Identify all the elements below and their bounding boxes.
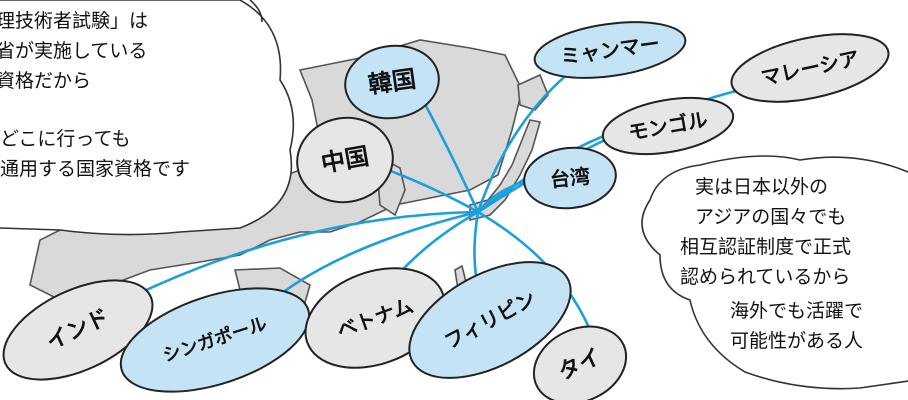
left-bubble-line-3: 資格だから	[0, 70, 92, 92]
country-bubble-shape-philippines	[408, 261, 572, 379]
country-bubble-mongolia: モンゴル	[601, 96, 735, 156]
country-bubble-malaysia: マレーシア	[730, 33, 890, 103]
right-bubble-line-2: アジアの国々でも	[695, 206, 847, 228]
left-bubble-tail	[249, 0, 263, 23]
country-bubble-shape-singapore	[119, 287, 311, 393]
country-bubble-shape-taiwan	[523, 146, 617, 210]
left-speech-bubble	[0, 0, 295, 236]
right-bubble-line-1: 実は日本以外の	[695, 176, 829, 198]
country-label-taiwan: 台湾	[549, 164, 591, 192]
right-bubble-line-6: 可能性がある人	[730, 330, 864, 352]
country-bubble-shape-malaysia	[730, 33, 890, 103]
left-bubble-line-5: どこに行っても	[0, 128, 131, 150]
country-bubble-shape-china	[296, 116, 394, 204]
country-bubble-shape-mongolia	[601, 96, 735, 156]
country-bubble-shape-korea	[344, 44, 440, 120]
right-bubble-line-5: 海外でも活躍で	[730, 300, 864, 322]
line-to-myanmar	[476, 66, 577, 214]
country-bubble-korea: 韓国	[344, 44, 440, 120]
country-bubble-shape-thailand	[532, 325, 628, 400]
country-bubble-thailand: タイ	[532, 325, 628, 400]
country-bubble-shape-india	[2, 279, 154, 381]
country-bubble-shape-myanmar	[533, 21, 687, 79]
country-bubble-india: インド	[2, 279, 154, 381]
country-bubble-myanmar: ミャンマー	[533, 21, 687, 79]
left-bubble-line-6: 通用する国家資格です	[0, 158, 191, 180]
left-bubble-line-1: 理技術者試験」は	[0, 10, 149, 32]
country-label-korea: 韓国	[366, 65, 417, 99]
right-speech-bubble	[641, 155, 908, 390]
japan-islands	[469, 119, 542, 222]
right-bubble-line-4: 認められているから	[680, 266, 851, 288]
left-bubble-line-2: 省が実施している	[0, 40, 148, 62]
country-bubble-china: 中国	[296, 116, 394, 204]
country-bubble-singapore: シンガポール	[119, 287, 311, 393]
line-to-korea	[418, 93, 480, 214]
country-bubble-taiwan: 台湾	[523, 146, 617, 210]
country-bubble-philippines: フィリピン	[408, 261, 572, 379]
right-bubble-line-3: 相互認証制度で正式	[680, 236, 852, 258]
line-to-india	[123, 210, 480, 302]
